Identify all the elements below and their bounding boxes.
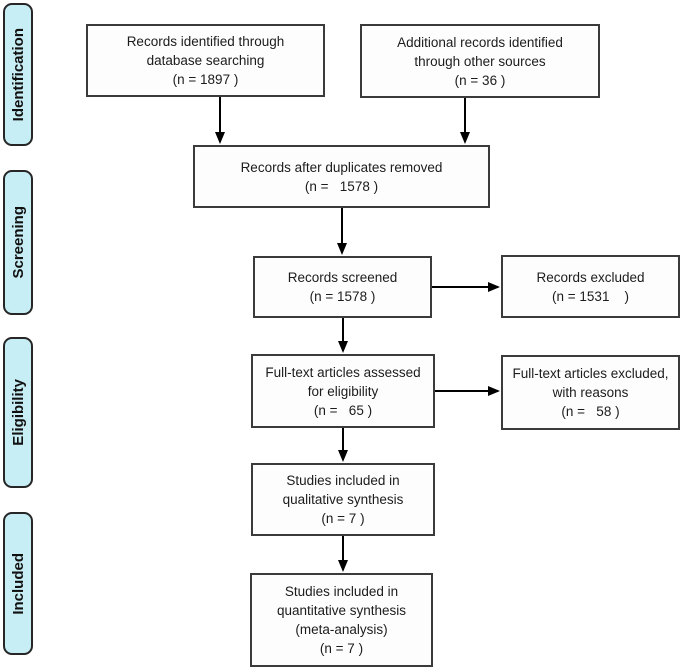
box-text-line: with reasons (552, 385, 629, 400)
box-text-line: Records screened (287, 270, 398, 285)
stage-label-identification: Identification (3, 3, 33, 146)
box-qualitative-synthesis: Studies included in qualitative synthesi… (251, 463, 435, 536)
box-records-excluded: Records excluded (n = 1531 ) (501, 255, 680, 318)
box-fulltext-excluded: Full-text articles excluded, with reason… (501, 355, 680, 430)
box-text-line: quantitative synthesis (276, 603, 407, 618)
box-count: (n = 36 ) (454, 72, 506, 88)
box-text-line: Records identified through (126, 34, 285, 49)
box-text-line: Records after duplicates removed (240, 159, 443, 175)
box-text-line: Studies included in (284, 584, 399, 599)
box-text-line: Records excluded (536, 269, 645, 285)
stage-label-text: Screening (9, 206, 27, 279)
box-count: (n = 1897 ) (172, 72, 239, 87)
box-records-identified: Records identified through database sear… (86, 24, 325, 97)
box-records-screened: Records screened (n = 1578 ) (253, 256, 432, 318)
box-text-line: (meta-analysis) (295, 622, 388, 637)
box-count: (n = 7 ) (321, 511, 365, 526)
box-text-line: database searching (146, 53, 265, 68)
box-count: (n = 65 ) (313, 402, 373, 418)
box-count: (n = 7 ) (319, 641, 364, 656)
box-quantitative-synthesis: Studies included in quantitative synthes… (250, 573, 433, 667)
box-count: (n = 1531 ) (552, 288, 629, 304)
box-text-line: Additional records identified (397, 34, 563, 50)
box-text-line: Full-text articles assessed (265, 364, 421, 380)
stage-label-eligibility: Eligibility (3, 337, 33, 488)
box-text-line: Studies included in (286, 473, 400, 488)
box-text-line: qualitative synthesis (282, 492, 404, 507)
box-text-line: for eligibility (307, 383, 379, 399)
stage-label-screening: Screening (3, 170, 33, 315)
stage-label-text: Included (9, 552, 27, 615)
box-additional-records: Additional records identified through ot… (360, 24, 600, 98)
box-fulltext-assessed: Full-text articles assessed for eligibil… (251, 354, 435, 428)
box-count: (n = 1578 ) (309, 289, 376, 304)
box-duplicates-removed: Records after duplicates removed (n = 15… (193, 145, 490, 208)
box-count: (n = 1578 ) (304, 178, 379, 194)
box-text-line: Full-text articles excluded, (512, 366, 669, 381)
box-text-line: through other sources (414, 53, 546, 69)
stage-label-text: Eligibility (9, 379, 27, 446)
stage-label-text: Identification (9, 27, 27, 122)
box-count: (n = 58 ) (561, 404, 620, 419)
stage-label-included: Included (3, 512, 33, 655)
